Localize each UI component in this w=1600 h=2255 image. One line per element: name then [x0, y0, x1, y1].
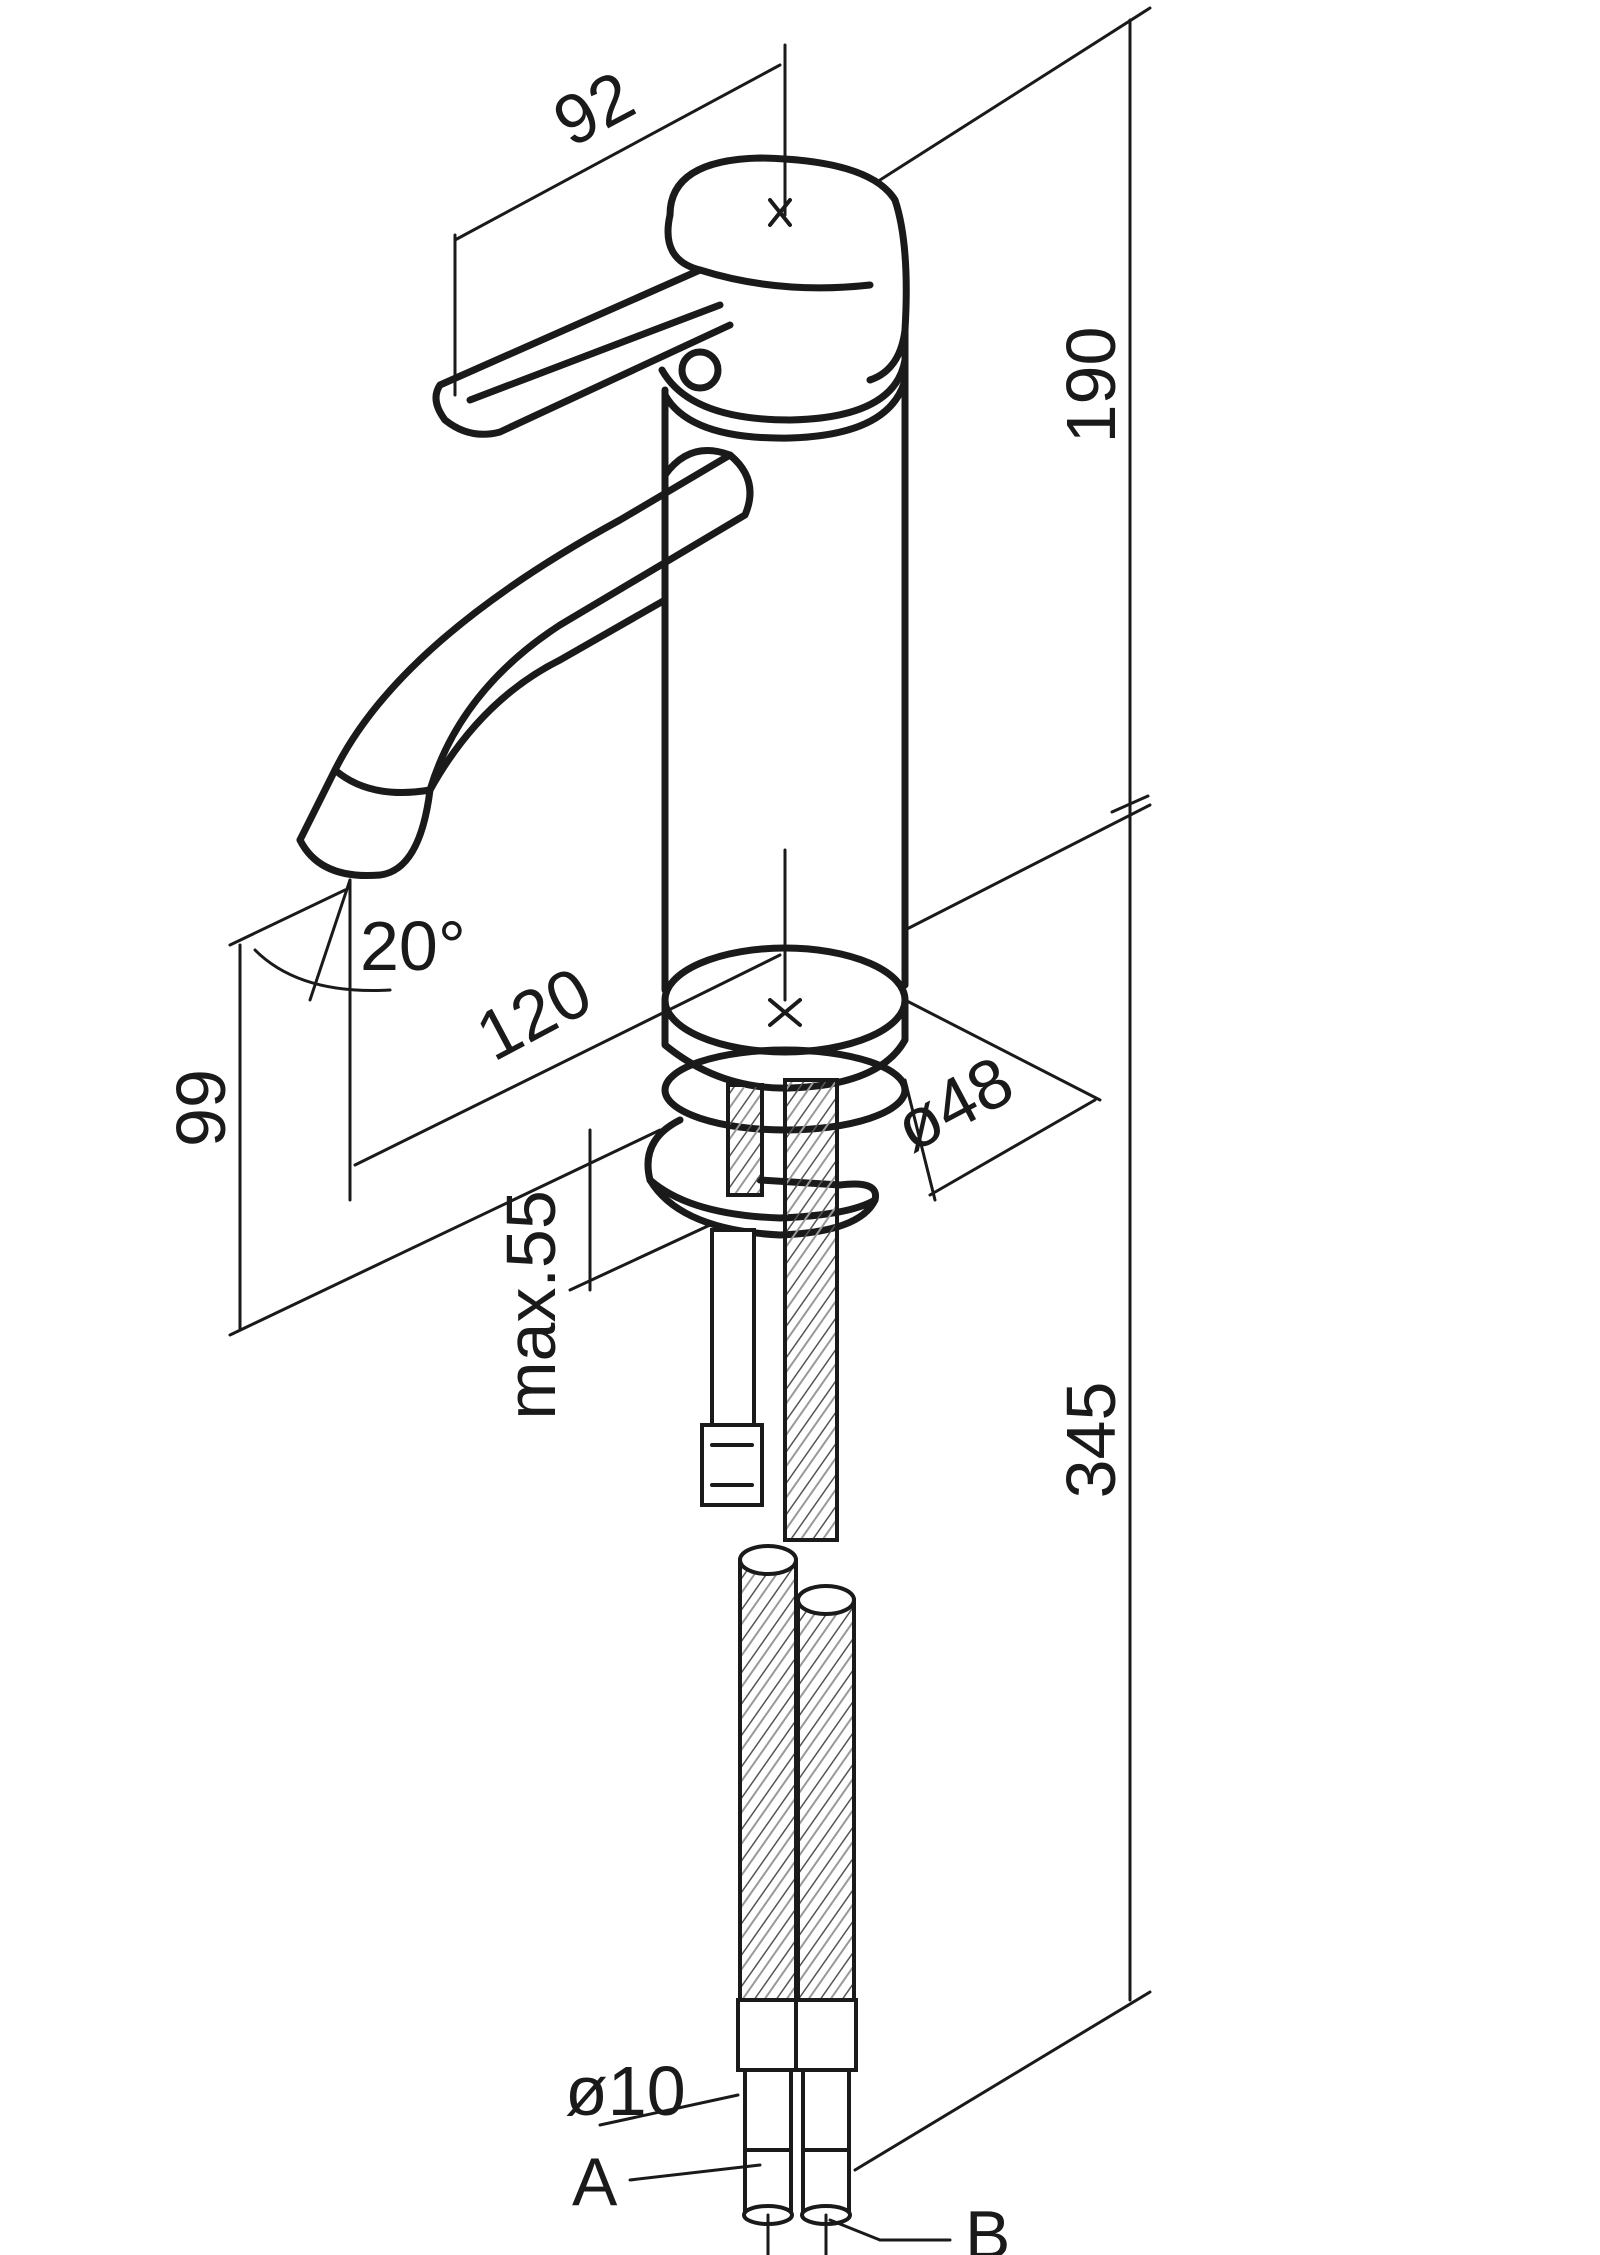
dim-spout-reach: 120 — [464, 952, 604, 1076]
dim-upper-height: 190 — [1052, 327, 1130, 444]
dim-lower-height: 345 — [1052, 1382, 1130, 1499]
spout — [296, 447, 754, 880]
dim-spout-angle: 20° — [360, 907, 466, 985]
supply-hoses — [700, 1078, 858, 2255]
dim-spout-height: 99 — [162, 1069, 240, 1147]
connection-label-a: A — [572, 2144, 618, 2220]
dim-base-diameter: ø48 — [882, 1041, 1025, 1166]
dim-max-deck-thickness: max.55 — [492, 1190, 570, 1420]
connection-label-b: B — [965, 2197, 1010, 2255]
dimension-lines — [228, 6, 1152, 2242]
lever-handle — [432, 154, 910, 438]
dim-hose-diameter: ø10 — [565, 2052, 686, 2130]
base-plate — [644, 848, 909, 1239]
